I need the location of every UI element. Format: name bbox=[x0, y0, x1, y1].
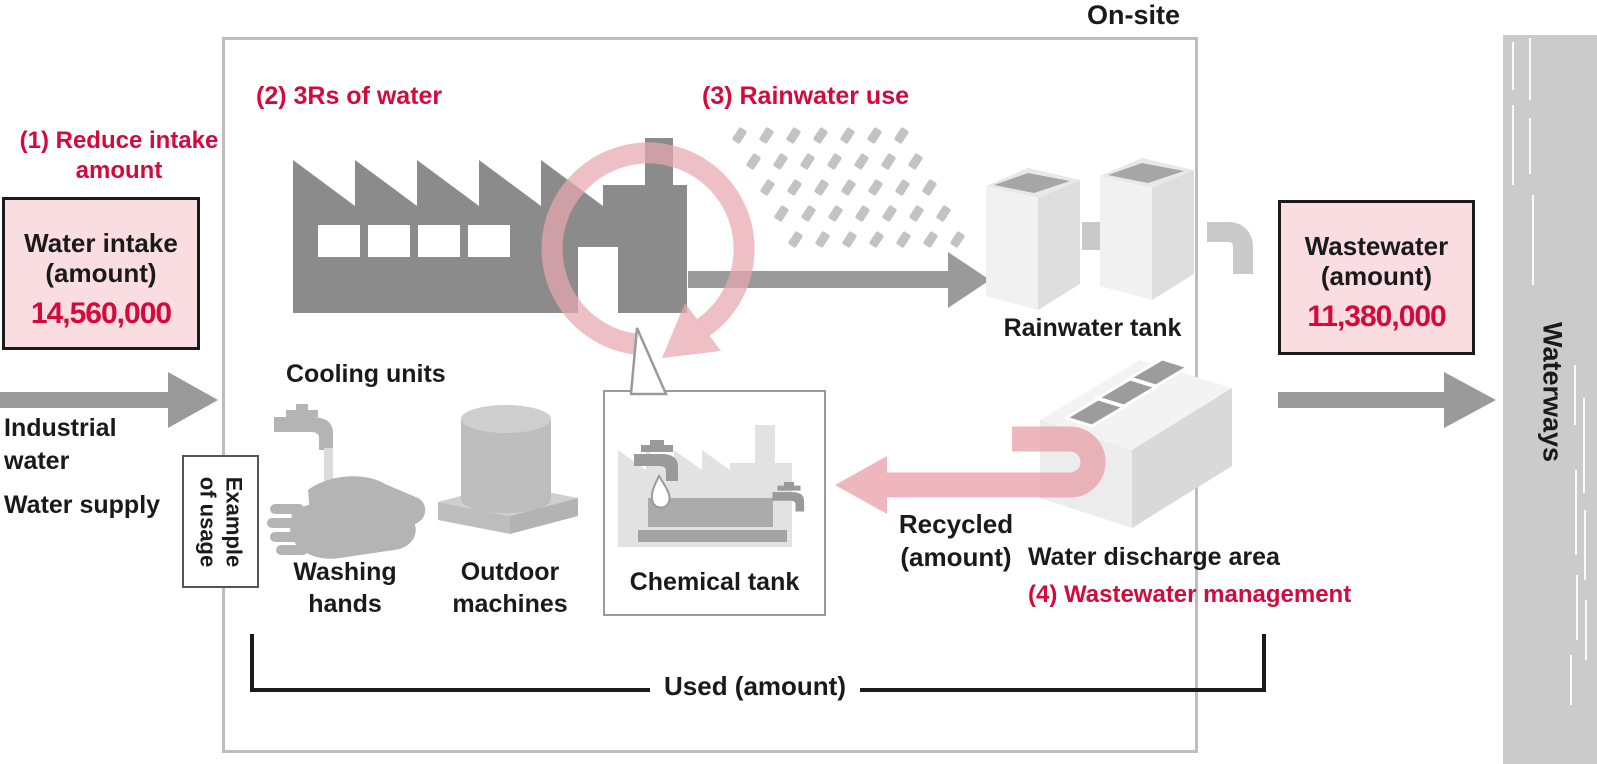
recycled-arrow-icon bbox=[835, 426, 1106, 514]
cooling-units-label: Cooling units bbox=[286, 360, 446, 388]
recycle-circle-icon bbox=[541, 142, 755, 358]
step3-label: (3) Rainwater use bbox=[702, 82, 910, 110]
factory-to-tank-arrowhead-icon bbox=[948, 252, 990, 308]
example-of-usage-label: Example of usage bbox=[195, 476, 247, 567]
waterways-label: Waterways bbox=[1537, 321, 1568, 463]
chemical-tank-label: Chemical tank bbox=[629, 568, 800, 596]
outflow-arrow-icon bbox=[1278, 392, 1446, 408]
step1-label: (1) Reduce intake amount bbox=[19, 127, 219, 184]
inflow-labels: Industrial water Water supply bbox=[4, 414, 161, 519]
intake-arrow-icon bbox=[0, 392, 170, 408]
used-bracket-right bbox=[1262, 634, 1266, 692]
wastewater-value: 11,380,000 bbox=[1307, 300, 1447, 333]
used-bracket-left bbox=[250, 634, 254, 692]
water-intake-value: 14,560,000 bbox=[30, 297, 172, 330]
example-of-usage-box: Example of usage bbox=[182, 455, 259, 588]
water-intake-subtitle: (amount) bbox=[45, 258, 157, 288]
outdoor-machines-label: Outdoor machines bbox=[452, 558, 568, 618]
step2-label: (2) 3Rs of water bbox=[256, 82, 443, 110]
wastewater-box: Wastewater (amount) 11,380,000 bbox=[1278, 200, 1475, 355]
factory-to-tank-arrow-icon bbox=[688, 271, 950, 288]
intake-arrowhead-icon bbox=[168, 372, 218, 428]
wastewater-subtitle: (amount) bbox=[1320, 261, 1433, 291]
rainwater-tank-icon bbox=[986, 158, 1253, 310]
water-discharge-area-label: Water discharge area bbox=[1028, 543, 1280, 571]
washing-hands-icon bbox=[267, 404, 426, 559]
recycled-amount-label: Recycled (amount) bbox=[898, 509, 1014, 572]
speech-tail-icon bbox=[629, 327, 668, 396]
waterways-bar bbox=[1503, 35, 1597, 764]
step4-label: (4) Wastewater management bbox=[1028, 581, 1352, 608]
rainwater-tank-label: Rainwater tank bbox=[1003, 314, 1182, 342]
wastewater-title: Wastewater bbox=[1304, 231, 1449, 261]
chemical-tank-box: Chemical tank bbox=[603, 390, 826, 616]
factory-icon bbox=[293, 138, 687, 313]
on-site-label: On-site bbox=[1086, 0, 1180, 30]
chemical-tank-icon bbox=[618, 425, 805, 547]
washing-hands-label: Washing hands bbox=[293, 558, 397, 618]
outdoor-machine-icon bbox=[438, 405, 578, 534]
water-intake-box: Water intake (amount) 14,560,000 bbox=[2, 197, 200, 350]
used-amount-label: Used (amount) bbox=[650, 671, 860, 702]
outflow-arrowhead-icon bbox=[1444, 372, 1496, 428]
water-intake-title: Water intake bbox=[24, 228, 178, 258]
